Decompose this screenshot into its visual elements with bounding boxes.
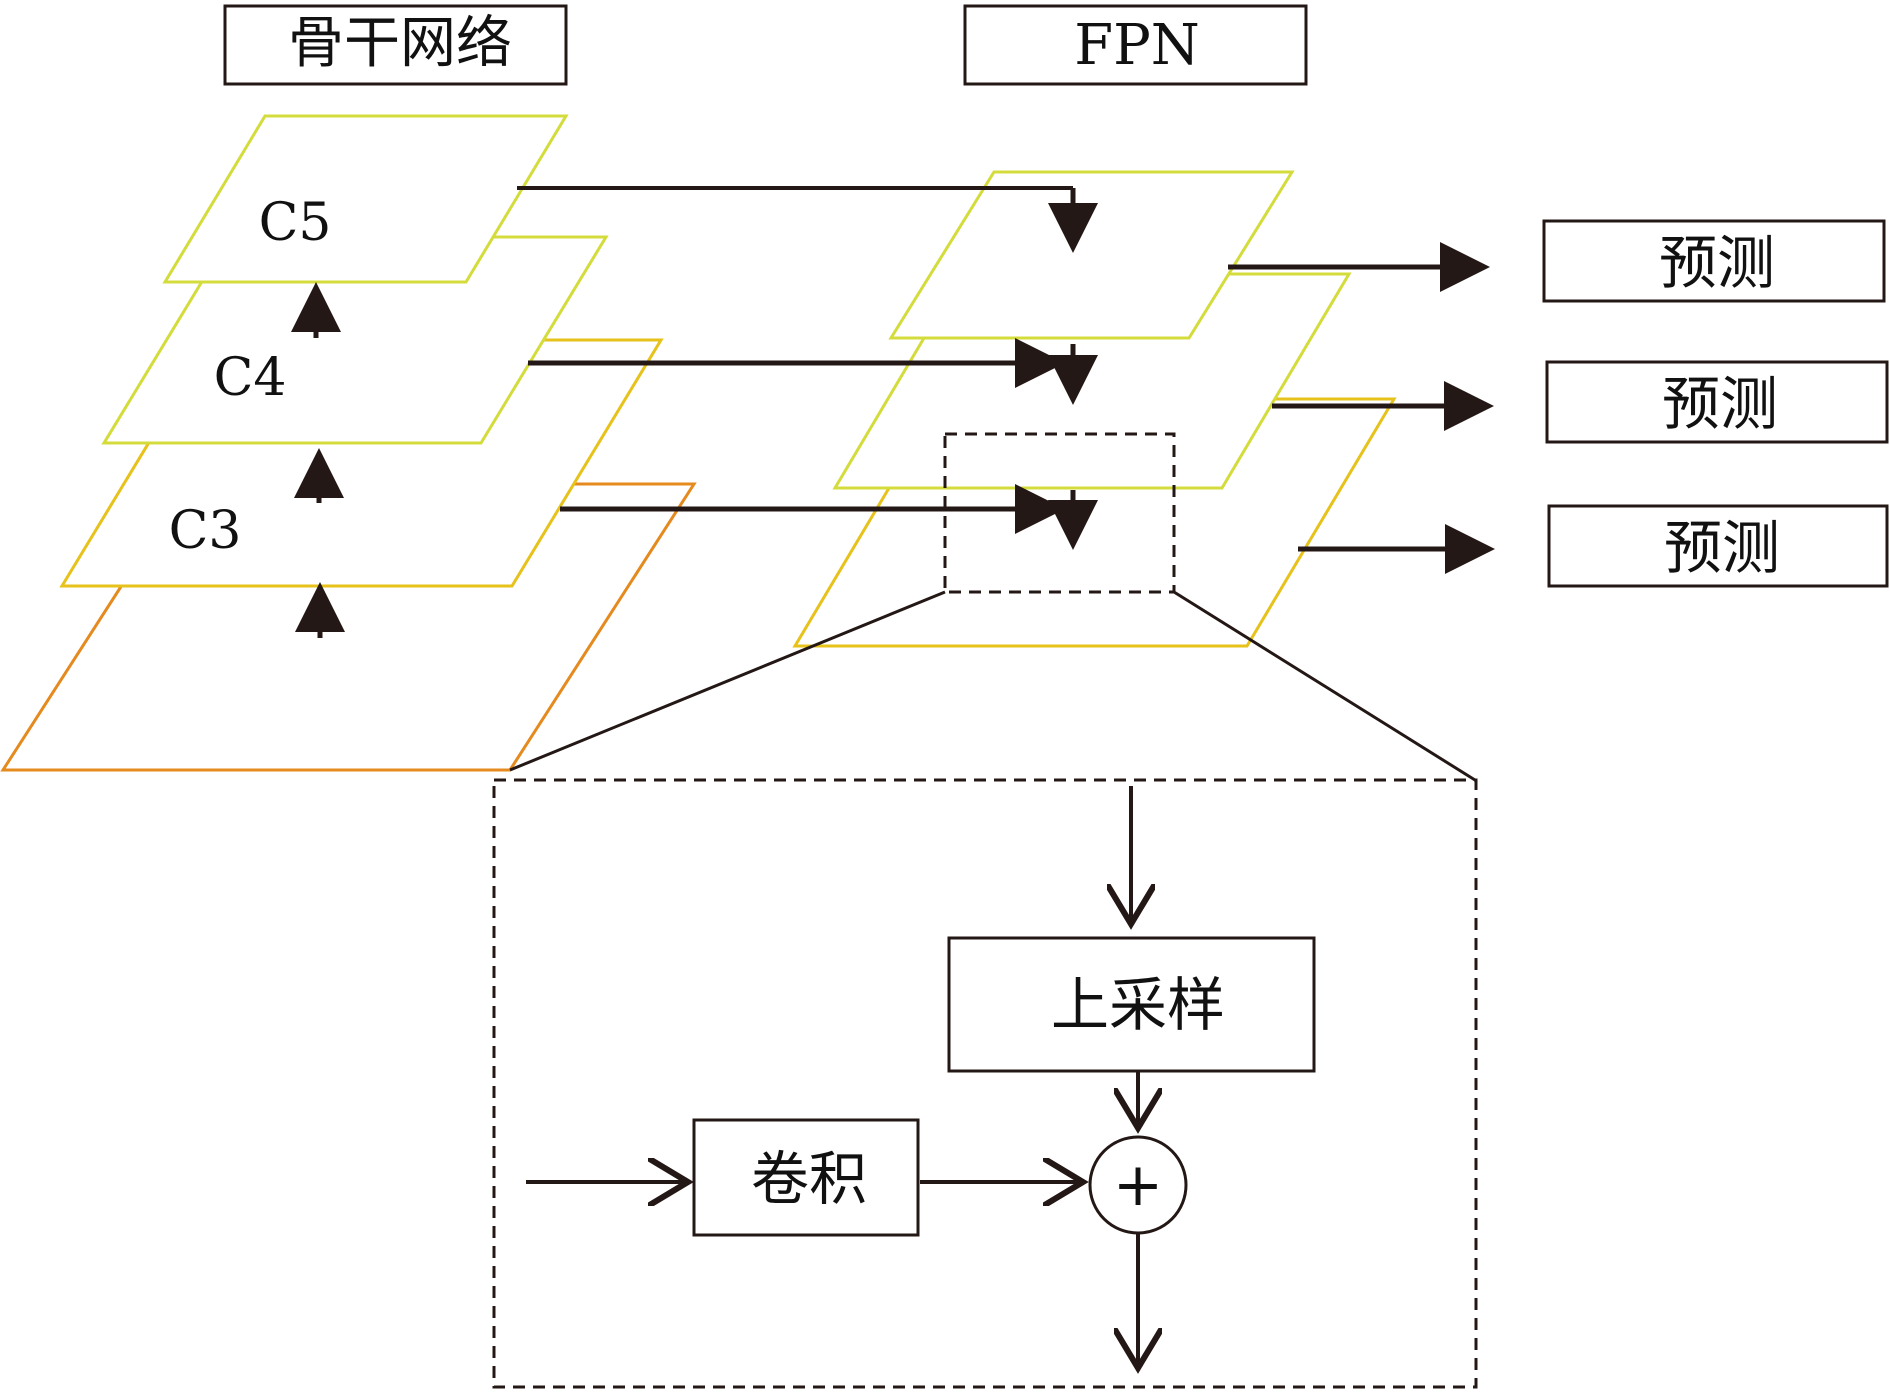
backbone-title-box: 骨干网络 <box>223 4 568 86</box>
upsample-label: 上采样 <box>1051 971 1225 1039</box>
add-symbol: + <box>1113 1150 1163 1220</box>
backbone-level-c5: C5 <box>259 193 332 253</box>
prediction-label-2: 预测 <box>1662 370 1778 438</box>
upsample-box <box>947 936 1316 1073</box>
backbone-title: 骨干网络 <box>288 11 512 76</box>
prediction-box-3 <box>1547 504 1889 588</box>
fpn-title: FPN <box>1074 13 1200 78</box>
prediction-outputs: 预测 预测 预测 <box>1228 219 1889 588</box>
lateral-connections <box>517 186 1073 534</box>
conv-label: 卷积 <box>751 1145 867 1213</box>
backbone-layer-c5 <box>162 114 569 284</box>
zoom-guide-right <box>1173 590 1476 782</box>
fpn-title-box: FPN <box>963 4 1308 86</box>
fpn-layer-top <box>888 170 1295 340</box>
detail-frame <box>492 778 1478 1389</box>
fpn-zoom-region <box>943 432 1176 594</box>
backbone-layer-c4 <box>101 235 609 445</box>
prediction-box-2 <box>1545 360 1889 444</box>
fpn-pyramid <box>792 170 1397 648</box>
backbone-level-c3: C3 <box>169 501 242 561</box>
backbone-level-c4: C4 <box>214 348 287 408</box>
detail-block: 上采样 卷积 + <box>492 778 1478 1389</box>
conv-box <box>692 1118 920 1237</box>
prediction-box-1 <box>1542 219 1886 303</box>
zoom-guide-left <box>509 590 946 772</box>
backbone-pyramid: C5 C4 C3 <box>0 114 697 772</box>
prediction-label-3: 预测 <box>1664 514 1780 582</box>
prediction-label-1: 预测 <box>1659 229 1775 297</box>
